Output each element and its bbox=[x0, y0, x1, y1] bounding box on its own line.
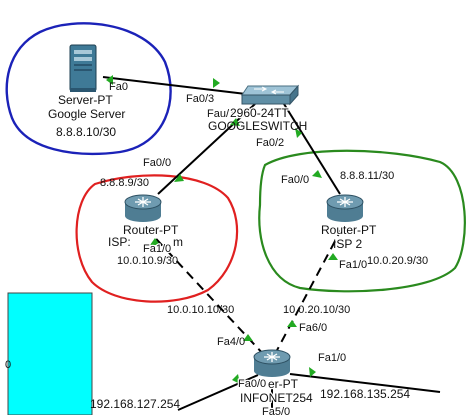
link-router2-router3[interactable] bbox=[274, 227, 343, 355]
router1-name-label: ISP: bbox=[108, 235, 131, 249]
side-panel[interactable] bbox=[7, 292, 93, 415]
switch-side bbox=[289, 84, 299, 106]
link-router3-lan-left[interactable] bbox=[177, 374, 259, 411]
router2-name-label: ISP 2 bbox=[333, 237, 362, 251]
port-indicator-switch-fa03 bbox=[213, 78, 220, 88]
router2-ip-up-label: 8.8.8.11/30 bbox=[340, 170, 394, 182]
server-port-label: Fa0 bbox=[109, 81, 128, 93]
side-panel-text: 0 bbox=[5, 359, 11, 371]
router-body-bottom bbox=[254, 365, 290, 377]
port-indicator-router3-fa00 bbox=[232, 374, 240, 384]
router-arrows bbox=[135, 197, 151, 207]
link-server-switch[interactable] bbox=[102, 76, 247, 95]
router3-port-bottom-label: Fa5/0 bbox=[262, 406, 290, 415]
server-base bbox=[70, 88, 96, 92]
router3-port-right-label: Fa6/0 bbox=[299, 322, 327, 334]
annotation-circle-red bbox=[75, 174, 239, 303]
router3-name-label: INFONET254 bbox=[240, 391, 313, 405]
annotation-circle-green bbox=[258, 149, 466, 293]
router1-ip-down-label: 10.0.10.9/30 bbox=[117, 255, 178, 267]
router1-port-down-label: Fa1/0 bbox=[143, 243, 171, 255]
port-indicator-switch-fau1 bbox=[230, 118, 240, 126]
router3-ip-left-label: 10.0.10.10/30 bbox=[167, 304, 234, 316]
router-icon[interactable] bbox=[124, 194, 162, 222]
link-switch-router2[interactable] bbox=[283, 103, 341, 195]
server-name-label: Google Server bbox=[48, 107, 125, 121]
router1-name-suffix-label: m bbox=[173, 235, 183, 249]
router-icon[interactable] bbox=[253, 349, 291, 377]
server-ip-label: 8.8.8.10/30 bbox=[56, 125, 116, 139]
router3-ip-right-label: 10.0.20.10/30 bbox=[283, 304, 350, 316]
router1-ip-up-label: 8.8.8.9/30 bbox=[100, 177, 149, 189]
server-type-label: Server-PT bbox=[58, 93, 113, 107]
router1-port-up-label: Fa0/0 bbox=[143, 157, 171, 169]
switch-model-label: 2960-24TT bbox=[230, 106, 289, 120]
router2-port-down-label: Fa1/0 bbox=[339, 259, 367, 271]
annotation-circle-blue bbox=[5, 22, 172, 155]
port-indicator-router3-fa60 bbox=[287, 320, 297, 327]
router-body-bottom bbox=[125, 210, 161, 222]
switch-port-router1-label: Fau/1 bbox=[207, 108, 235, 120]
port-indicator-router1-fa00 bbox=[174, 174, 184, 182]
router1-type-label: Router-PT bbox=[123, 223, 179, 237]
router3-port-bottom-left-label: Fa0/0 bbox=[238, 378, 266, 390]
switch-top bbox=[241, 85, 300, 96]
server-vent bbox=[74, 64, 92, 66]
link-router3-lan-right[interactable] bbox=[289, 373, 441, 393]
lan-right-ip-label: 192.168.135.254 bbox=[320, 387, 410, 401]
port-indicator-router1-fa10 bbox=[150, 238, 160, 245]
port-indicator-switch-fa02 bbox=[295, 128, 302, 138]
switch-arrows bbox=[254, 86, 284, 95]
router-arrows bbox=[337, 197, 353, 207]
router3-port-left-label: Fa4/0 bbox=[217, 336, 245, 348]
switch-name-label: GOOGLESWITCH bbox=[208, 119, 307, 133]
port-indicator-router3-fa10 bbox=[309, 367, 316, 377]
switch-port-router2-label: Fa0/2 bbox=[256, 137, 284, 149]
router3-type-label: er-PT bbox=[268, 377, 299, 391]
switch-port-server-label: Fa0/3 bbox=[186, 93, 214, 105]
router2-port-up-label: Fa0/0 bbox=[281, 174, 309, 186]
switch-front bbox=[241, 94, 291, 105]
router2-ip-down-label: 10.0.20.9/30 bbox=[367, 255, 428, 267]
port-indicator-router2-fa00 bbox=[312, 170, 322, 178]
router3-port-bottom-right-label: Fa1/0 bbox=[318, 352, 346, 364]
router-icon[interactable] bbox=[326, 194, 364, 222]
port-indicator-server-fa0 bbox=[106, 75, 113, 85]
server-drive-bay bbox=[74, 57, 92, 61]
switch-icon[interactable] bbox=[241, 84, 300, 106]
lan-left-ip-label: 192.168.127.254 bbox=[90, 397, 180, 411]
router-body-bottom bbox=[327, 210, 363, 222]
router-arrows bbox=[264, 352, 280, 362]
router2-type-label: Router-PT bbox=[321, 223, 377, 237]
port-indicator-router2-fa10 bbox=[328, 253, 338, 260]
server-drive-bay bbox=[74, 50, 92, 54]
server-icon[interactable] bbox=[69, 44, 97, 92]
port-indicator-router3-fa40 bbox=[243, 334, 253, 341]
server-vent bbox=[74, 69, 92, 71]
link-switch-router1[interactable] bbox=[157, 103, 256, 195]
